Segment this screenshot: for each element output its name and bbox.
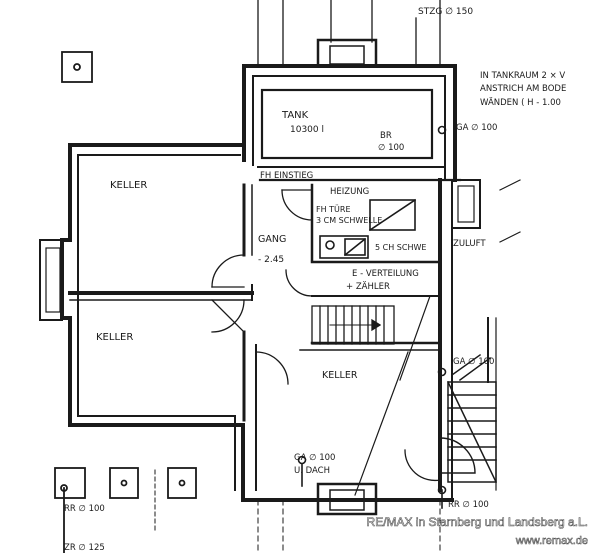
label-ga-right: GA ∅ 100 bbox=[453, 357, 494, 367]
label-gang: GANG bbox=[258, 234, 286, 245]
chimney-top bbox=[316, 38, 378, 68]
label-note-line2: ANSTRICH AM BODE bbox=[480, 84, 566, 94]
label-keller-bottom: KELLER bbox=[322, 370, 358, 381]
label-schwelle2: 5 CH SCHWE bbox=[375, 243, 426, 252]
door-swings bbox=[211, 189, 441, 482]
label-u-dach: U. DACH bbox=[294, 466, 330, 476]
label-rr-bottom: RR ∅ 100 bbox=[448, 500, 489, 510]
label-ga-bottom: GA ∅ 100 bbox=[294, 453, 335, 463]
center-dash-lines bbox=[257, 499, 441, 553]
right-walls bbox=[438, 178, 453, 501]
label-tank-volume: 10300 l bbox=[290, 125, 324, 135]
gully-symbol-top bbox=[61, 51, 93, 83]
label-zaehler: + ZÄHLER bbox=[346, 281, 390, 292]
watermark: RE/MAX in Starnberg und Landsberg a.L. w… bbox=[366, 515, 588, 548]
keller-left-walls bbox=[60, 143, 454, 502]
label-keller-top: KELLER bbox=[110, 180, 147, 191]
plan-labels: STZG ∅ 150 IN TANKRAUM 2 × V ANSTRICH AM… bbox=[64, 7, 566, 553]
heizung-room bbox=[319, 198, 417, 259]
chimney-bottom bbox=[316, 482, 378, 516]
diagonal-line bbox=[354, 351, 409, 496]
outside-stairs bbox=[446, 317, 498, 491]
tank-outline bbox=[260, 88, 434, 160]
label-fh-einstieg: FH EINSTIEG bbox=[260, 171, 313, 181]
label-schwelle: 3 CM SCHWELLE bbox=[316, 216, 382, 225]
downpipe-markers bbox=[297, 125, 447, 509]
label-note-line3: WÄNDEN ( H - 1.00 bbox=[480, 97, 561, 108]
watermark-line2: www.remax.de bbox=[515, 535, 588, 547]
label-zr: ZR ∅ 125 bbox=[64, 543, 105, 553]
label-fh-tuere: FH TÜRE bbox=[316, 204, 351, 214]
label-keller-left: KELLER bbox=[96, 332, 133, 343]
label-heizung: HEIZUNG bbox=[330, 187, 369, 197]
gully-symbols-bottom bbox=[54, 467, 197, 553]
stairs bbox=[311, 305, 395, 345]
watermark-line1: RE/MAX in Starnberg und Landsberg a.L. bbox=[367, 515, 588, 529]
door-swing-bottom-right bbox=[439, 437, 476, 474]
grid-lines bbox=[257, 0, 441, 67]
label-level: - 2.45 bbox=[258, 255, 284, 265]
label-br-dim: ∅ 100 bbox=[378, 143, 404, 153]
label-tank: TANK bbox=[281, 110, 309, 121]
right-edge-ticks bbox=[499, 179, 521, 243]
label-rr-left: RR ∅ 100 bbox=[64, 504, 105, 514]
window-well-left bbox=[39, 239, 63, 321]
label-ga-top: GA ∅ 100 bbox=[456, 123, 497, 133]
label-stzg: STZG ∅ 150 bbox=[418, 7, 473, 17]
label-br: BR bbox=[380, 131, 392, 141]
label-e-verteilung: E - VERTEILUNG bbox=[352, 269, 419, 279]
label-zuluft: ZULUFT bbox=[453, 239, 486, 249]
label-note-line1: IN TANKRAUM 2 × V bbox=[480, 71, 565, 81]
window-well-right bbox=[451, 179, 481, 229]
tank-room-walls bbox=[242, 64, 457, 182]
